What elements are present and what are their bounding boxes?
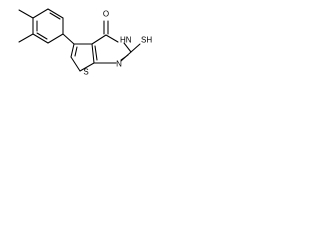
benzene-ring xyxy=(32,8,64,44)
carbonyl-oxygen-label: O xyxy=(103,10,109,19)
thiophene-bond xyxy=(70,43,75,58)
pyrimidine-bond xyxy=(105,34,119,43)
thiol-label: SH xyxy=(141,36,152,45)
pyrimidine-bond xyxy=(123,42,132,53)
pyrimidine-bond xyxy=(91,34,107,45)
ring-nh-label: HN xyxy=(120,36,132,45)
benzene-bond xyxy=(47,33,64,44)
pyrimidine-n-label: N xyxy=(116,60,122,69)
thiophene-double-bond xyxy=(74,46,78,57)
pyrimidine-double-bond xyxy=(94,45,98,61)
benzene-bond xyxy=(32,8,49,19)
benzene-bond xyxy=(47,8,64,19)
benzene-double-bond xyxy=(49,12,61,20)
methyl-bond-left xyxy=(18,33,34,43)
benzene-double-bond xyxy=(36,32,48,40)
thiophene-bond xyxy=(91,43,95,64)
thiophene-s-label: S xyxy=(83,68,88,77)
thiophene-bond xyxy=(79,62,95,72)
thiol-bond xyxy=(130,43,141,53)
thiophene-ring xyxy=(70,43,95,72)
pyrimidine-double-bond xyxy=(120,54,129,61)
chemical-structure: O HN SH N S xyxy=(18,8,152,77)
pyrimidine-ring xyxy=(91,34,132,64)
thiophene-bond xyxy=(70,56,81,72)
methyl-bond-top xyxy=(18,9,34,19)
benzene-bond xyxy=(32,33,49,44)
aryl-thiophene-bond xyxy=(62,33,75,45)
